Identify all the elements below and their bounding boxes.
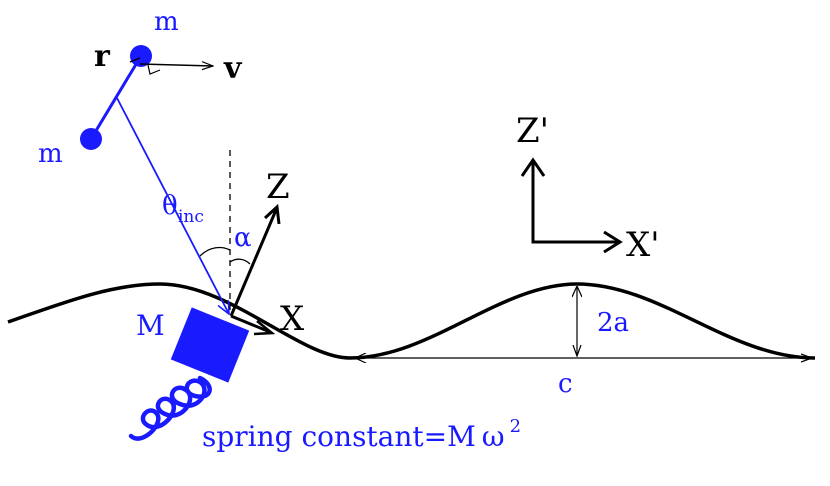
label-local-x: X	[280, 299, 305, 339]
label-amplitude: 2a	[597, 308, 629, 338]
spring-omega: ω	[482, 420, 505, 453]
molecule-rod	[89, 55, 143, 140]
spring-text: spring constant=M	[202, 420, 476, 453]
corrugated-surface	[7, 282, 816, 360]
local-x-axis	[230, 314, 271, 334]
label-alpha: α	[234, 223, 252, 253]
label-theta-sub: inc	[178, 207, 204, 227]
mass-left	[80, 128, 102, 150]
label-z-prime: Z'	[516, 111, 549, 151]
right-angle-mark	[147, 64, 161, 75]
velocity-vector	[139, 64, 213, 66]
label-period: c	[558, 369, 573, 399]
incidence-vector	[116, 97, 229, 314]
fixed-frame-axes	[531, 160, 618, 244]
z-prime-arrowhead	[520, 157, 546, 177]
label-mass-left: m	[38, 139, 63, 169]
local-z-axis	[229, 209, 278, 317]
label-surface-mass: M	[136, 309, 165, 342]
r-vector	[129, 57, 141, 63]
local-z-arrowhead	[263, 203, 281, 225]
label-local-z: Z	[266, 167, 290, 207]
mass-top	[130, 45, 152, 67]
label-mass-top: m	[154, 7, 179, 37]
surface-mass	[170, 307, 250, 383]
label-theta: θ	[162, 191, 178, 221]
label-r: r	[94, 39, 111, 74]
spring-exponent: 2	[510, 416, 521, 437]
alpha-arc	[229, 258, 251, 265]
incidence-arc	[199, 246, 231, 257]
spring-coil	[128, 375, 212, 441]
local-x-arrowhead	[253, 320, 276, 336]
label-v: v	[223, 51, 243, 86]
x-prime-arrowhead	[603, 230, 623, 254]
label-x-prime: X'	[626, 225, 660, 265]
